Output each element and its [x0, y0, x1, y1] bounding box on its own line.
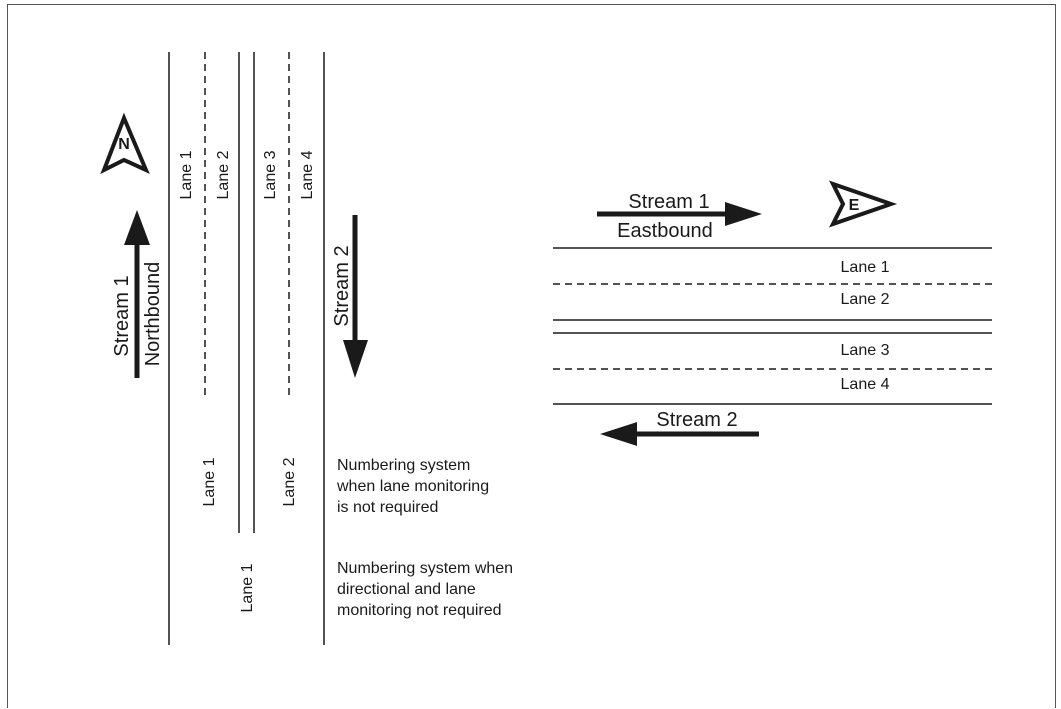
no-monitoring-caption-line: Numbering system when [337, 560, 513, 577]
single-lane-1-label: Lane 1 [239, 563, 256, 612]
directional-caption-line: Numbering system [337, 457, 470, 474]
east-stream-2-label: Stream 2 [656, 409, 737, 431]
east-lane-1-label: Lane 1 [841, 259, 890, 276]
diagram-frame [7, 4, 1056, 708]
north-lane-1-label: Lane 1 [178, 150, 195, 199]
directional-caption-line: is not required [337, 499, 438, 516]
stream-2-label: Stream 2 [331, 245, 353, 326]
directional-lane-2-label: Lane 2 [281, 457, 298, 506]
stream-2-westbound-arrow-icon [600, 422, 759, 446]
directional-caption: Numbering system when lane monitoring is… [336, 457, 489, 516]
stream-1-northbound-arrow-icon [124, 210, 150, 378]
stream-1-eastbound-arrow-icon [597, 202, 762, 226]
north-compass-icon: N [100, 112, 150, 175]
no-monitoring-caption: Numbering system when directional and la… [337, 560, 513, 619]
east-lane-3-label: Lane 3 [841, 342, 890, 359]
north-compass-letter: N [118, 136, 130, 153]
no-monitoring-caption-line: monitoring not required [337, 602, 502, 619]
east-compass-letter: E [849, 197, 860, 214]
stream-1-direction-label: Northbound [142, 262, 164, 367]
directional-lane-1-label: Lane 1 [201, 457, 218, 506]
east-lane-2-label: Lane 2 [841, 291, 890, 308]
east-lane-4-label: Lane 4 [841, 376, 890, 393]
north-lane-2-label: Lane 2 [215, 150, 232, 199]
directional-caption-line: when lane monitoring [336, 478, 489, 495]
stream-1-label: Stream 1 [111, 275, 133, 356]
north-lane-4-label: Lane 4 [299, 150, 316, 199]
east-compass-icon: E [829, 180, 898, 228]
stream-2-southbound-arrow-icon [343, 215, 368, 378]
east-stream-1-direction-label: Eastbound [617, 220, 713, 242]
north-lane-3-label: Lane 3 [262, 150, 279, 199]
east-stream-1-label: Stream 1 [628, 191, 709, 213]
no-monitoring-caption-line: directional and lane [337, 581, 476, 598]
